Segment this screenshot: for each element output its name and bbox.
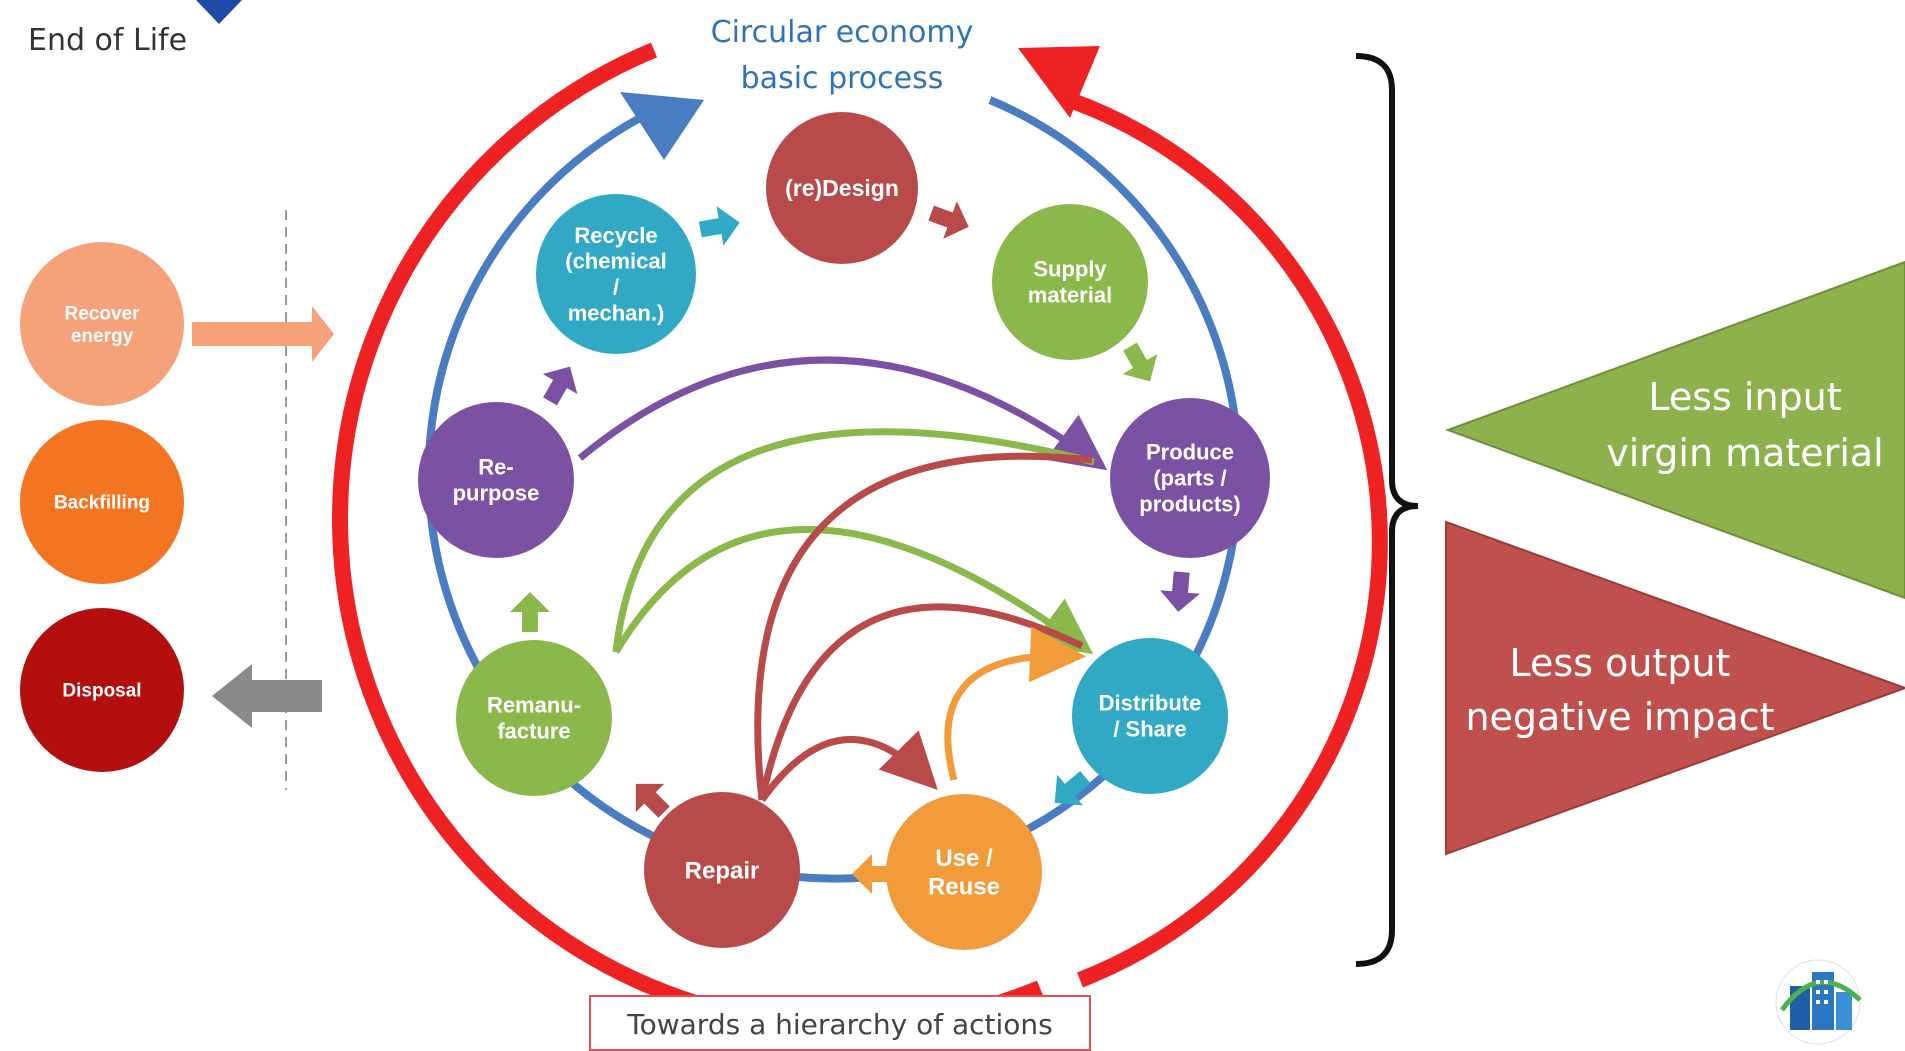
- node-label: mechan.): [568, 301, 665, 326]
- node-label: / Share: [1113, 717, 1186, 742]
- node-label: material: [1028, 283, 1112, 308]
- node-disposal[interactable]: Disposal: [20, 608, 184, 772]
- node-redesign[interactable]: (re)Design: [766, 112, 918, 264]
- node-backfilling[interactable]: Backfilling: [20, 420, 184, 584]
- arrow-use-to-repair-icon: [852, 854, 892, 894]
- node-remanufacture[interactable]: Remanu-facture: [456, 640, 612, 796]
- corner-shape-icon: [196, 0, 242, 24]
- node-label: Re-: [478, 455, 513, 480]
- center-title-line2: basic process: [741, 61, 944, 96]
- node-circle: [536, 194, 696, 354]
- inner-ring-arrowhead-icon: [620, 92, 704, 160]
- outer-ring-arrowhead-icon: [1018, 46, 1100, 118]
- arrow-remanufacture-to-repurpose-icon: [510, 592, 550, 632]
- less-output-callout: [1445, 520, 1905, 856]
- arrow-recycle-to-redesign-icon: [698, 206, 740, 246]
- inner-ring: [424, 96, 1243, 883]
- end-of-life-label: End of Life: [28, 23, 187, 58]
- node-label: (re)Design: [785, 175, 899, 201]
- cycle-step-arrows: [510, 201, 1200, 894]
- disposal-arrow-icon: [212, 664, 322, 728]
- recover-energy-arrow-icon: [192, 306, 334, 362]
- node-circle: [20, 608, 184, 772]
- node-label: Recover: [65, 303, 141, 324]
- node-circle: [886, 794, 1042, 950]
- center-title-line1: Circular economy: [711, 15, 974, 50]
- node-produce[interactable]: Produce(parts /products): [1110, 398, 1270, 558]
- node-circle: [418, 402, 574, 558]
- building-logo-icon: [1775, 959, 1862, 1045]
- repurpose-to-produce-arrow: [577, 356, 1108, 471]
- node-label: facture: [497, 719, 570, 744]
- outer-ring-right: [1067, 92, 1388, 988]
- repair-to-distribute-arrow: [758, 603, 1084, 801]
- node-circle: [1110, 398, 1270, 558]
- node-recycle[interactable]: Recycle(chemical/mechan.): [536, 194, 696, 354]
- less-output-line1: Less output: [1510, 641, 1731, 685]
- node-label: Distribute: [1099, 691, 1202, 716]
- less-input-line2: virgin material: [1606, 431, 1883, 475]
- less-output-line2: negative impact: [1465, 695, 1774, 739]
- repair-to-produce-arrow: [754, 452, 1093, 801]
- node-label: Supply: [1033, 257, 1107, 282]
- node-label: /: [613, 275, 619, 300]
- node-label: Reuse: [928, 874, 1000, 901]
- node-distribute-share[interactable]: Distribute/ Share: [1072, 638, 1228, 794]
- node-label: (parts /: [1153, 466, 1226, 491]
- arrow-produce-to-distribute-icon: [1160, 571, 1200, 612]
- node-label: Remanu-: [487, 693, 581, 718]
- node-label: purpose: [453, 481, 540, 506]
- node-use-reuse[interactable]: Use /Reuse: [886, 794, 1042, 950]
- node-label: Produce: [1146, 440, 1234, 465]
- hierarchy-label: Towards a hierarchy of actions: [626, 1008, 1052, 1041]
- node-repair[interactable]: Repair: [644, 792, 800, 948]
- right-bracket: [1355, 53, 1419, 967]
- node-label: energy: [71, 326, 134, 347]
- node-circle: [20, 420, 184, 584]
- use-to-distribute-arrow: [944, 626, 1086, 781]
- node-circle: [766, 112, 918, 264]
- arrow-repair-to-remanufacture-icon: [635, 783, 670, 818]
- node-repurpose[interactable]: Re-purpose: [418, 402, 574, 558]
- node-circle: [992, 204, 1148, 360]
- less-input-callout: [1445, 260, 1905, 600]
- arrow-redesign-to-supply-icon: [928, 201, 969, 239]
- node-circle: [644, 792, 800, 948]
- node-label: Disposal: [62, 681, 141, 702]
- node-circle: [1072, 638, 1228, 794]
- node-label: Use /: [935, 845, 993, 872]
- repair-to-use-arrow: [759, 730, 938, 803]
- remanufacture-to-produce-arrow: [612, 428, 1095, 653]
- node-circle: [20, 242, 184, 406]
- remanufacture-to-distribute-arrow: [612, 526, 1094, 655]
- node-label: Recycle: [574, 223, 657, 248]
- node-label: Backfilling: [54, 493, 150, 514]
- node-label: products): [1139, 492, 1240, 517]
- node-circle: [456, 640, 612, 796]
- node-label: Repair: [685, 857, 760, 884]
- arrow-distribute-to-use-icon: [1054, 771, 1091, 806]
- arrow-repurpose-to-recycle-icon: [542, 366, 578, 406]
- less-input-line1: Less input: [1648, 375, 1841, 419]
- arrow-supply-to-produce-icon: [1122, 342, 1158, 382]
- node-label: (chemical: [565, 249, 667, 274]
- hierarchy-box: [589, 995, 1091, 1051]
